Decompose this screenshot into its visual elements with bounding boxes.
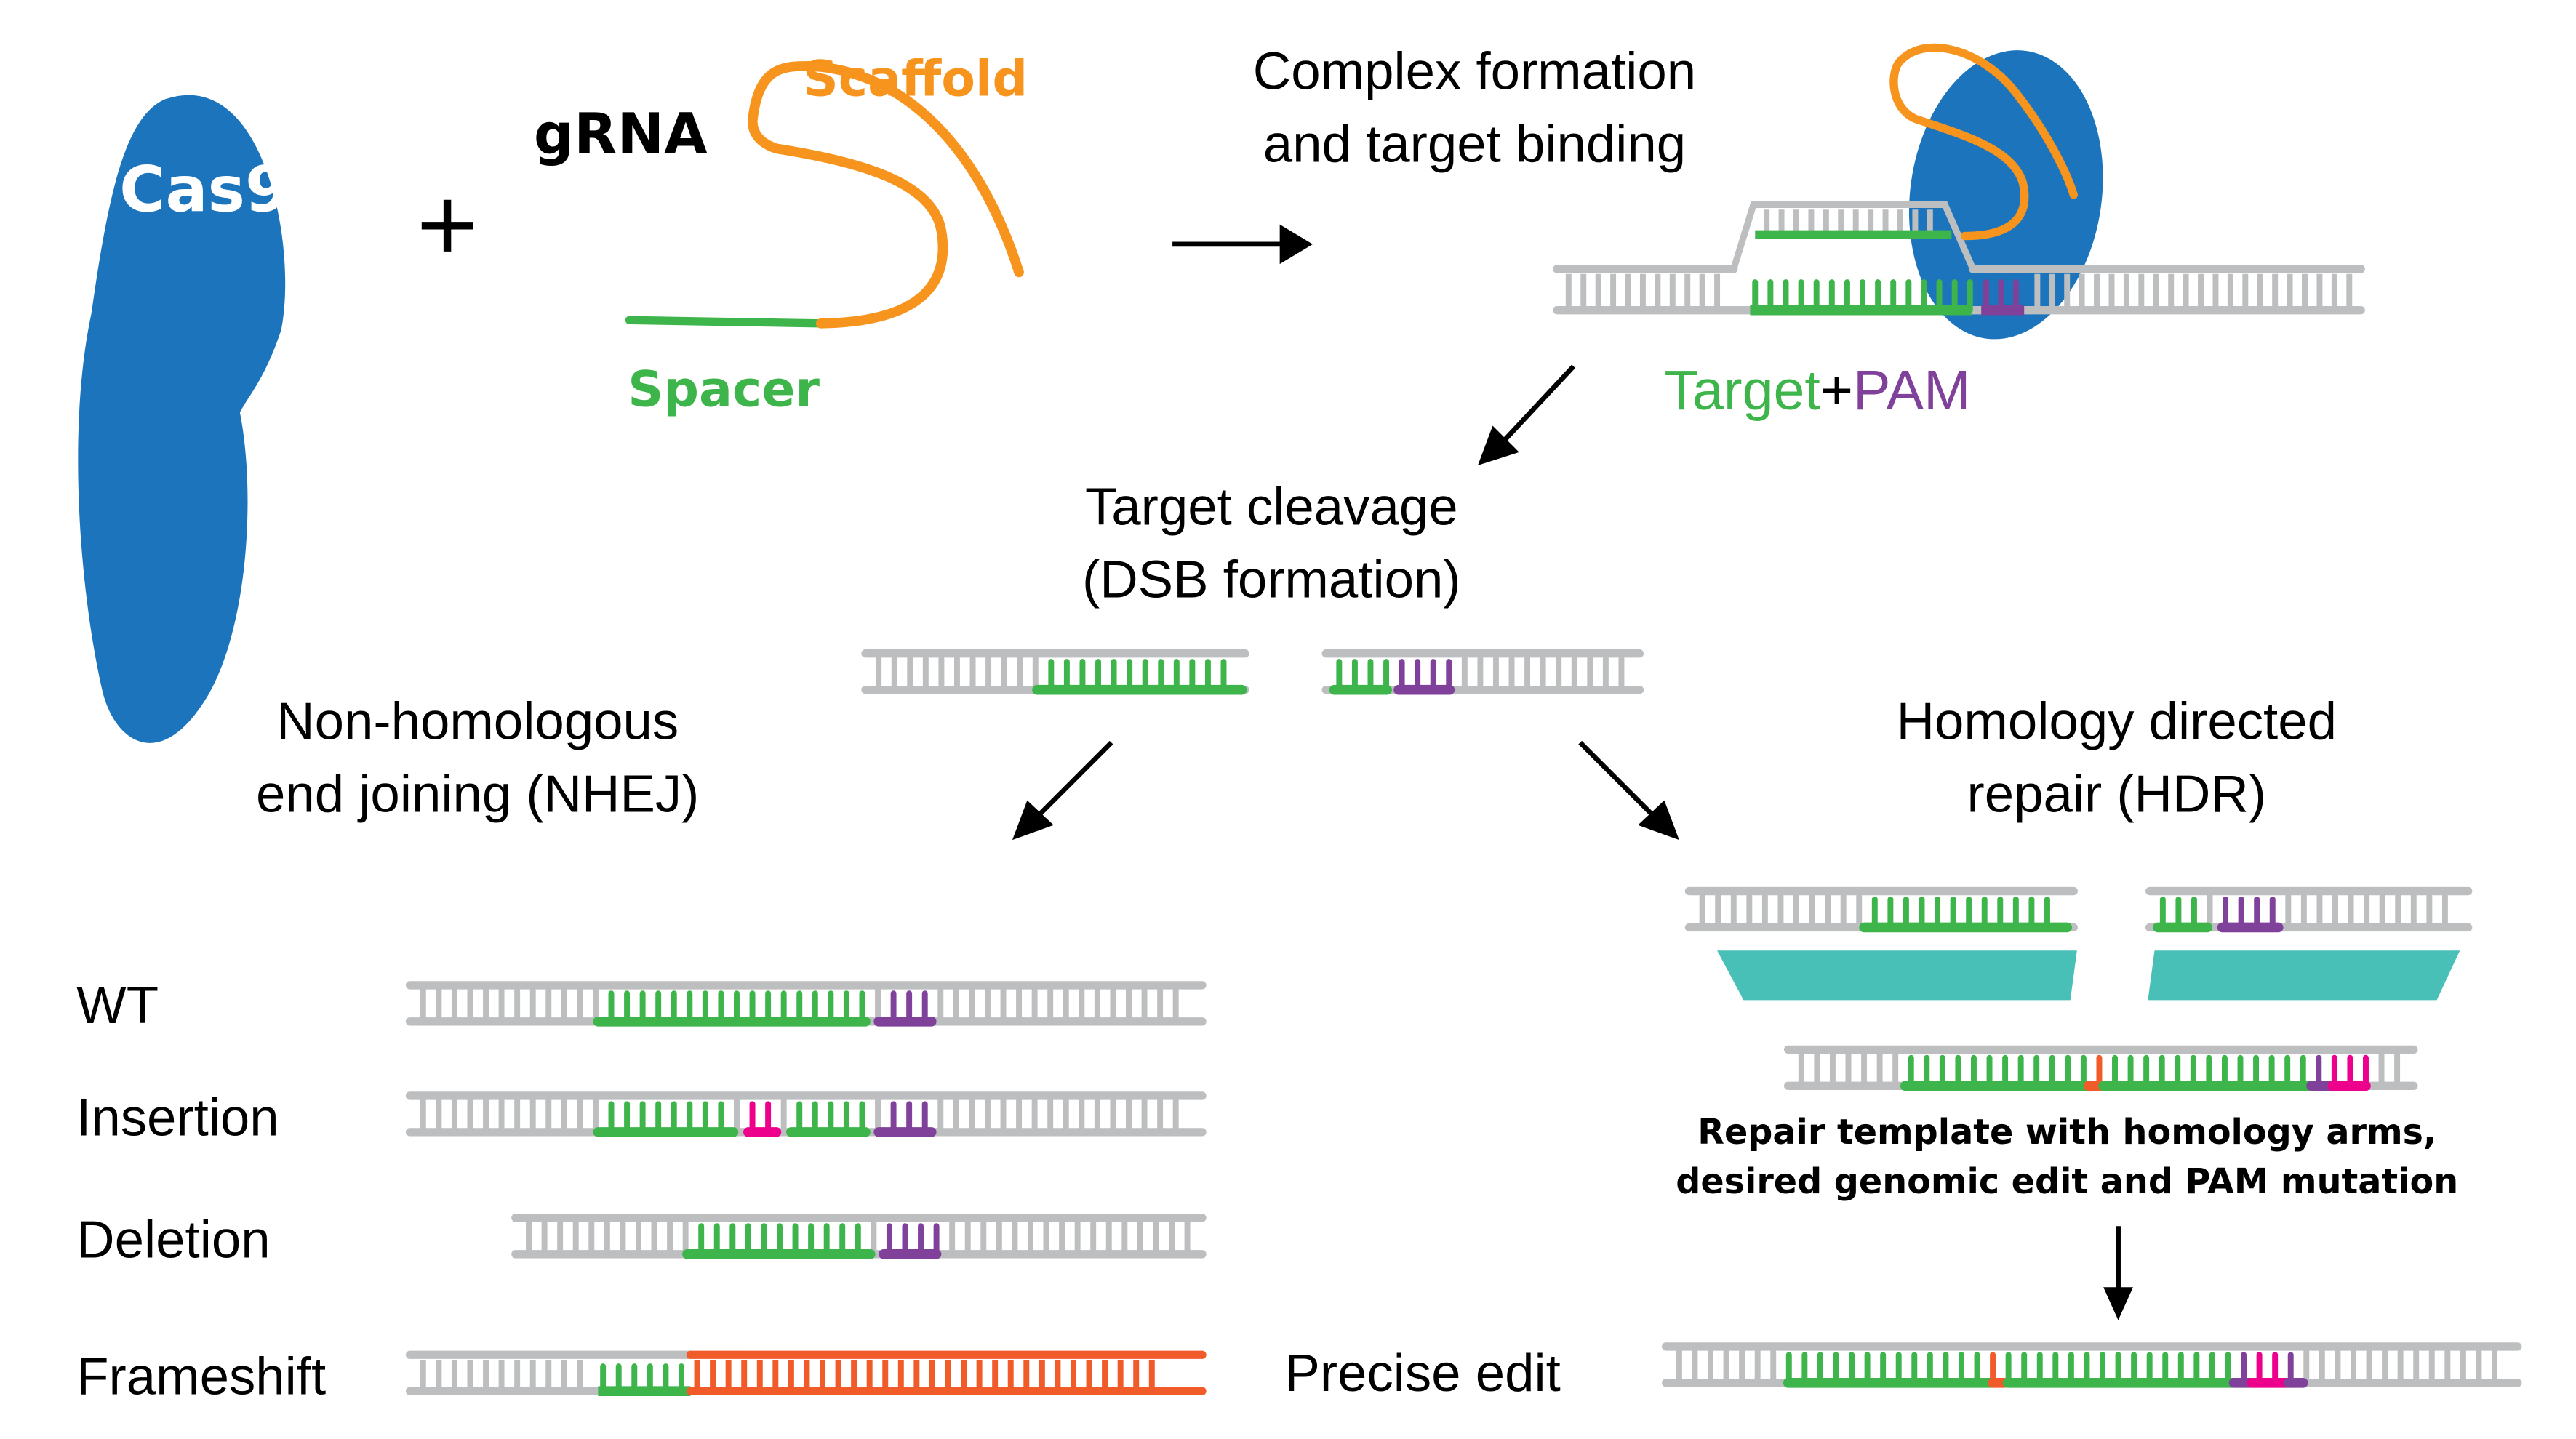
grna-molecule [625,60,1024,329]
homology-arm-left [1717,950,2077,1001]
outcome-label-deletion: Deletion [76,1210,270,1269]
precise-edit-dna [1662,1342,2522,1388]
cas9-target-complex [1553,43,2365,340]
cas9-protein: Cas9 [78,95,289,743]
template-caption-line1: Repair template with homology arms, [1697,1113,2436,1153]
spacer-strand [625,316,825,328]
hdr-pathway [1662,886,2522,1388]
cleaved-dna [861,649,1644,695]
cas9-blob-icon [78,95,286,743]
outcome-deletion-dna [511,1214,1207,1259]
scaffold-strand [748,60,1024,329]
outcome-wt-dna [405,981,1207,1027]
repair-template-dna [1783,1045,2418,1091]
template-caption-line2: desired genomic edit and PAM mutation [1676,1162,2458,1202]
hdr-title-line2: repair (HDR) [1967,765,2266,824]
outcome-label-wt: WT [76,976,159,1035]
outcome-label-frameshift: Frameshift [76,1347,326,1406]
arrow-down-left-icon [1477,364,1576,465]
arrow-right-icon [1172,224,1313,265]
cas9-label: Cas9 [119,153,289,226]
target-pam-label: Target+PAM [1664,359,1970,422]
arrow-to-nhej-icon [1012,740,1113,841]
homology-arm-right [2148,950,2460,1001]
arrow-to-hdr-icon [1578,740,1679,841]
bound-scaffold [1889,43,2078,241]
outcome-frameshift-dna [405,1350,1207,1396]
scaffold-label: Scaffold [803,51,1028,108]
target-label: Target [1664,359,1820,422]
spacer-label: Spacer [628,361,820,418]
grna-label: gRNA [534,102,708,167]
plus-sign: + [417,166,479,284]
arrow-down-icon [2103,1226,2133,1320]
hdr-right-fragment [2145,886,2473,933]
target-dna [1553,201,2365,316]
hdr-left-fragment [1684,886,2078,933]
dsb-left-fragment [861,649,1249,695]
displaced-strand [1730,201,1977,270]
complex-title-line2: and target binding [1263,114,1686,173]
cleavage-title-line2: (DSB formation) [1082,550,1461,609]
cleavage-title-line1: Target cleavage [1085,478,1458,537]
target-plus: + [1820,359,1853,422]
precise-edit-label: Precise edit [1284,1344,1560,1403]
nhej-title-line2: end joining (NHEJ) [256,765,699,824]
dsb-right-fragment [1321,649,1644,695]
nhej-title-line1: Non-homologous [276,692,679,751]
complex-title-line1: Complex formation [1253,42,1696,101]
hdr-title-line1: Homology directed [1897,692,2337,751]
outcome-label-insertion: Insertion [76,1088,279,1147]
pam-label: PAM [1853,359,1970,422]
outcome-insertion-dna [405,1091,1207,1137]
nhej-outcomes [405,981,1207,1396]
